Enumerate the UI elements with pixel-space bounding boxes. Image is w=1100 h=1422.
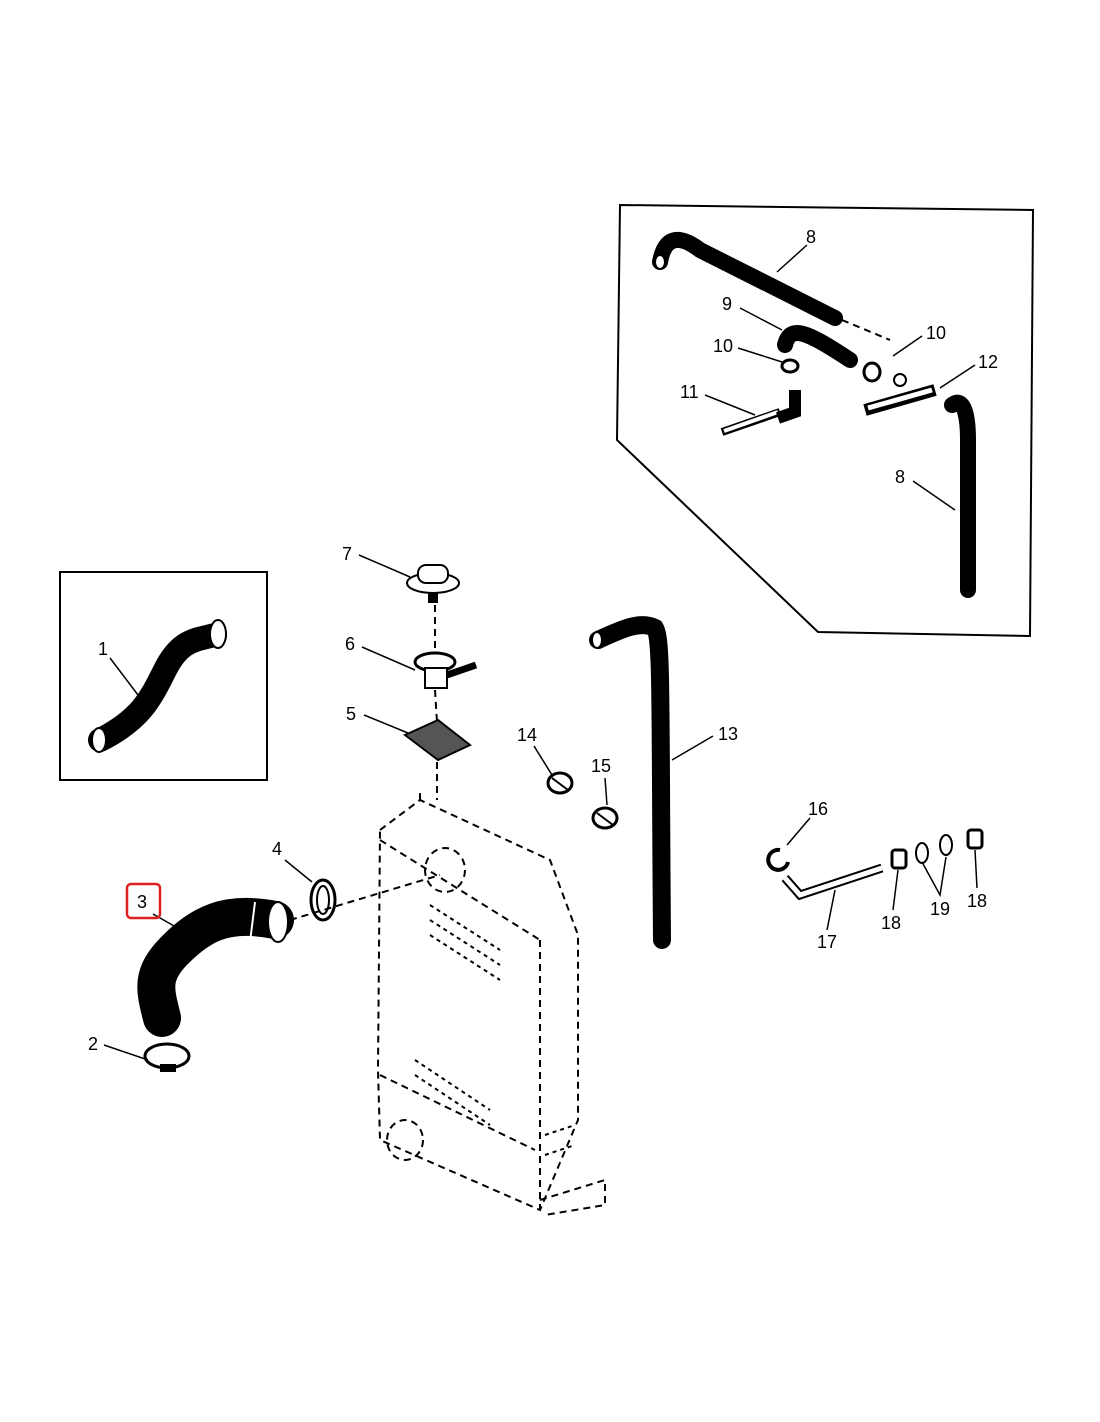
callout-17: 17 [817,932,837,952]
plug-15 [591,806,619,830]
overflow-hose-13 [589,616,671,949]
callout-8b: 8 [895,467,905,487]
callout-18: 18 [881,913,901,933]
callout-3[interactable]: 3 [137,892,147,912]
valve-11 [720,390,801,436]
callout-4: 4 [272,839,282,859]
leader-lines [103,244,978,1061]
inset-box-upper-hose [59,571,268,781]
callout-14: 14 [517,725,537,745]
plug-14 [546,771,574,795]
rod-17 [781,863,884,901]
radiator-cap-7 [406,564,460,603]
heater-hose-8 [652,231,843,326]
callout-19: 19 [930,899,950,919]
hose-clamp-2 [143,1042,191,1072]
hose-clamp-4 [309,878,337,922]
filler-neck-6 [413,651,478,689]
washer-19 [915,834,953,864]
callout-5: 5 [346,704,356,724]
callout-11: 11 [680,382,699,402]
assembly-line [289,874,441,921]
callout-10: 10 [713,336,733,356]
radiator-outline [376,790,606,1216]
callout-13: 13 [718,724,738,744]
highlight-box-callout-3 [125,882,162,920]
callout-18b: 18 [967,891,987,911]
nut-18b [966,828,984,850]
inset-box-heater-hoses [615,203,1035,638]
upper-hose-1 [88,619,227,753]
callout-8: 8 [806,227,816,247]
callout-2: 2 [88,1034,98,1054]
callout-6: 6 [345,634,355,654]
callout-10b: 10 [926,323,946,343]
clip-16 [766,847,790,872]
callout-7: 7 [342,544,352,564]
callout-12: 12 [978,352,998,372]
callout-1: 1 [98,639,108,659]
gasket-5 [403,718,472,762]
callout-9: 9 [722,294,732,314]
clamp-10 [780,358,800,374]
heater-hose-8b [944,394,976,598]
clamp-10b [862,361,882,383]
heater-hose-9 [777,325,858,368]
lower-hose-3 [137,897,294,1037]
callout-16: 16 [808,799,828,819]
callout-15: 15 [591,756,611,776]
nut-18 [890,848,908,870]
fitting-12 [863,373,937,416]
